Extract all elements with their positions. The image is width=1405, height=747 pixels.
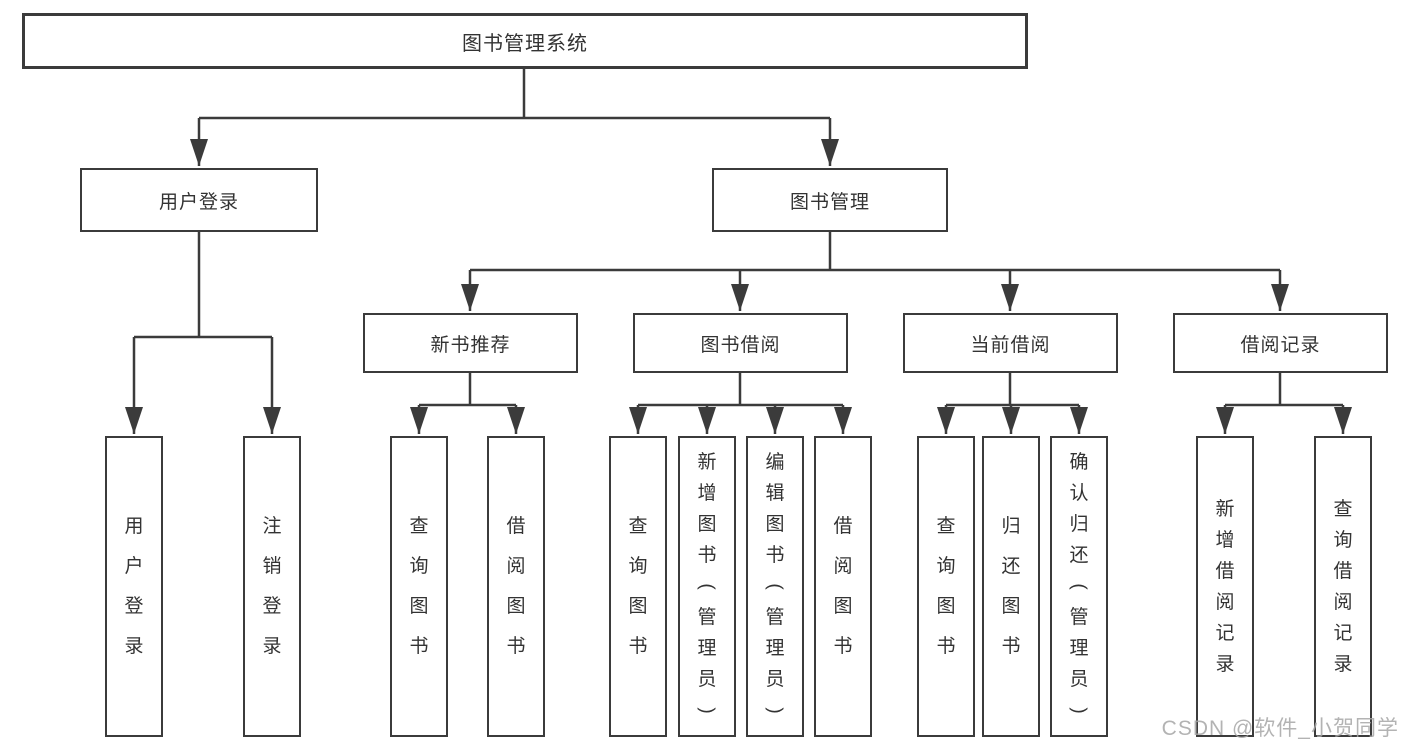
node-leaf-edit-book-admin: 编辑图书(管理员) [746, 436, 804, 737]
node-root: 图书管理系统 [22, 13, 1028, 69]
node-user-login: 用户登录 [80, 168, 318, 232]
node-borrow-records: 借阅记录 [1173, 313, 1388, 373]
node-leaf-confirm-return-admin: 确认归还(管理员) [1050, 436, 1108, 737]
node-leaf-recommend-borrow-books: 借阅图书 [487, 436, 545, 737]
node-leaf-add-book-admin: 新增图书(管理员) [678, 436, 736, 737]
node-leaf-logout: 注销登录 [243, 436, 301, 737]
node-leaf-return-book: 归还图书 [982, 436, 1040, 737]
node-leaf-current-query-books: 查询图书 [917, 436, 975, 737]
node-leaf-query-borrow-record: 查询借阅记录 [1314, 436, 1372, 737]
watermark: CSDN @软件_小贺同学 [1161, 717, 1399, 740]
node-leaf-user-login: 用户登录 [105, 436, 163, 737]
node-leaf-add-borrow-record: 新增借阅记录 [1196, 436, 1254, 737]
node-leaf-borrow-borrow-books: 借阅图书 [814, 436, 872, 737]
node-current-borrow: 当前借阅 [903, 313, 1118, 373]
node-leaf-borrow-query-books: 查询图书 [609, 436, 667, 737]
node-book-borrow: 图书借阅 [633, 313, 848, 373]
node-new-book-recommend: 新书推荐 [363, 313, 578, 373]
node-book-management: 图书管理 [712, 168, 948, 232]
node-leaf-recommend-query-books: 查询图书 [390, 436, 448, 737]
